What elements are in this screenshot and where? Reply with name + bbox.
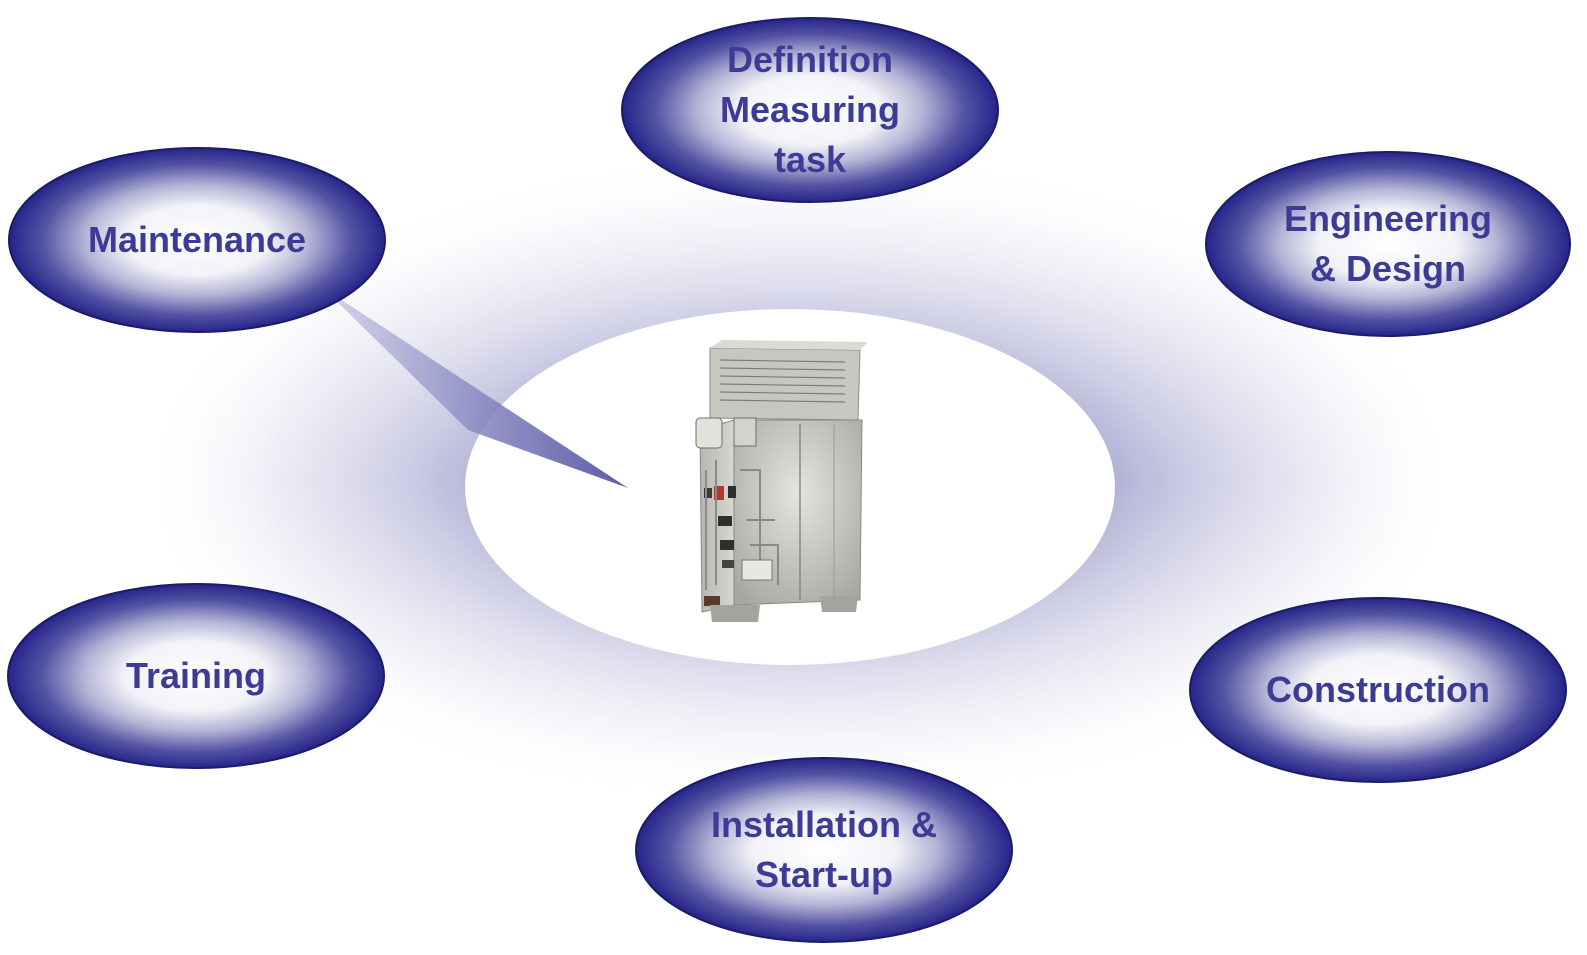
analyzer-cabinet-image <box>695 340 868 622</box>
node-definition: Definition Measuring task <box>622 18 998 202</box>
node-ellipse-definition <box>621 17 999 203</box>
node-engineering-line-1: Engineering <box>1283 198 1493 239</box>
node-engineering-line-2: & Design <box>1309 248 1467 289</box>
node-training-line-1: Training <box>125 655 266 696</box>
node-maintenance: Maintenance <box>9 148 385 332</box>
node-engineering: Engineering & Design <box>1206 152 1570 336</box>
node-definition-line-1: Definition <box>727 39 893 80</box>
node-ellipse-engineering <box>1205 151 1571 337</box>
node-construction-line-1: Construction <box>1266 669 1490 710</box>
node-installation: Installation & Start-up <box>636 758 1012 942</box>
node-maintenance-line-1: Maintenance <box>87 219 307 260</box>
node-definition-line-2: Measuring <box>719 89 901 130</box>
node-ellipse-maintenance <box>8 147 386 333</box>
node-training: Training <box>8 584 384 768</box>
node-definition-line-3: task <box>773 139 847 180</box>
node-installation-line-1: Installation & <box>710 804 938 845</box>
pointer-wedge <box>322 287 628 488</box>
node-ellipse-construction <box>1189 597 1567 783</box>
node-ellipse-installation <box>635 757 1013 943</box>
node-ellipse-training <box>7 583 385 769</box>
node-construction: Construction <box>1190 598 1566 782</box>
node-installation-line-2: Start-up <box>755 854 893 895</box>
node-shapes <box>7 17 1571 943</box>
